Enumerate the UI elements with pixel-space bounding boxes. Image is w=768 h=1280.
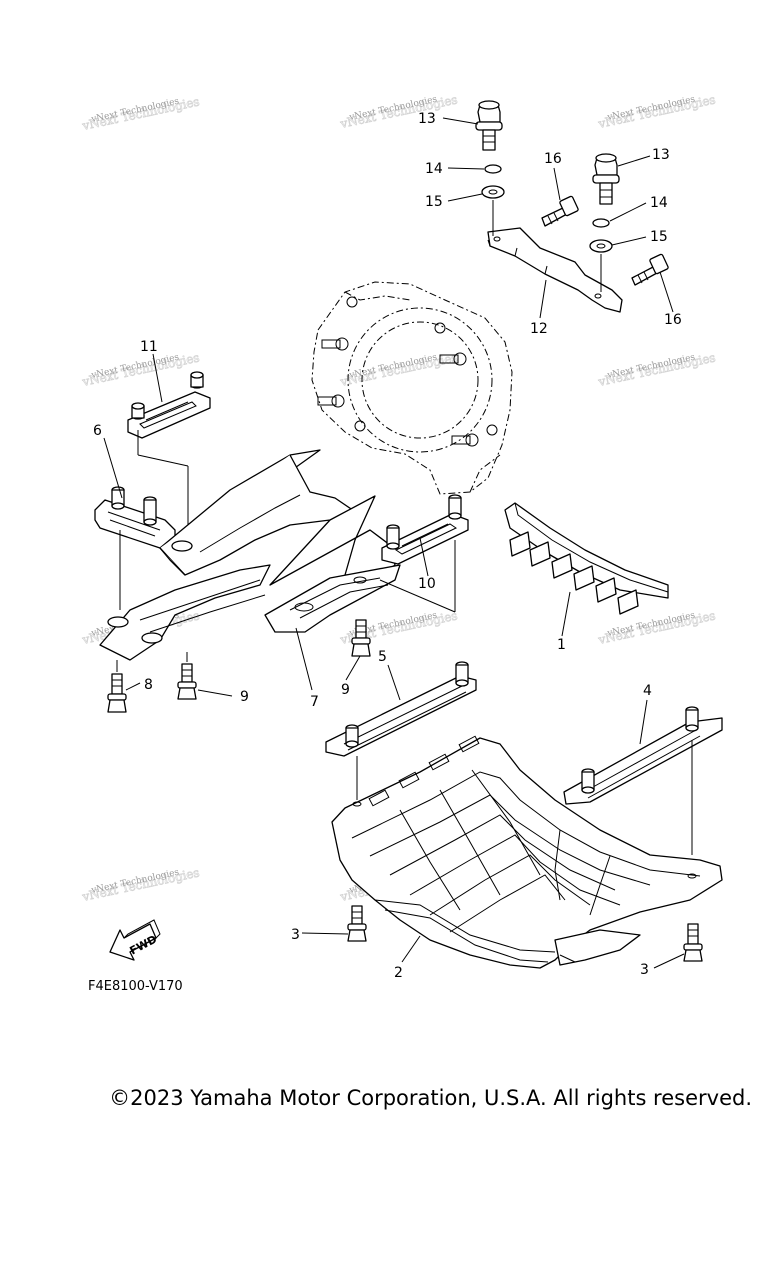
bolt-9-left (177, 652, 197, 700)
mount-bracket-4 (563, 706, 723, 855)
watermark: vNext Technologies vNext Technologies (596, 92, 717, 131)
watermark: vNext Technologies vNext Technologies (596, 608, 717, 647)
bolt-13-left (475, 100, 503, 151)
skid-plate-2 (331, 735, 723, 969)
washer-14-right (592, 218, 610, 228)
bolt-3-right (683, 923, 703, 962)
callout-13: 13 (418, 111, 436, 127)
bolt-13-right (592, 153, 620, 205)
callout-16: 16 (544, 151, 562, 167)
callout-16: 16 (664, 312, 682, 328)
callout-1: 1 (557, 637, 566, 653)
bolt-16-upper (541, 195, 579, 227)
mount-bracket-5 (325, 661, 477, 800)
upper-bracket-assembly (475, 100, 669, 313)
callout-6: 6 (93, 423, 102, 439)
callout-9: 9 (341, 682, 350, 698)
callout-14: 14 (425, 161, 443, 177)
callout-14: 14 (650, 195, 668, 211)
callout-5: 5 (378, 649, 387, 665)
housing-stud (451, 433, 479, 447)
washer-14-left (484, 164, 502, 174)
bolt-3-left (347, 905, 367, 942)
callout-10: 10 (418, 576, 436, 592)
diagram-code: F4E8100-V170 (88, 979, 183, 994)
fwd-arrow-icon: FWD (109, 919, 161, 961)
watermark: vNext Technologies vNext Technologies (338, 92, 459, 131)
callout-4: 4 (643, 683, 652, 699)
watermark: vNext Technologies vNext Technologies (80, 865, 201, 904)
callout-3: 3 (291, 927, 300, 943)
housing-stud (321, 337, 349, 351)
callout-13: 13 (652, 147, 670, 163)
engine-bed-7 (99, 449, 401, 661)
copyright-notice: ©2023 Yamaha Motor Corporation, U.S.A. A… (109, 1086, 752, 1110)
callout-3: 3 (640, 962, 649, 978)
engine-housing-phantom (311, 281, 513, 495)
callout-12: 12 (530, 321, 548, 337)
bolt-8 (107, 660, 127, 713)
washer-15-right (589, 239, 613, 253)
callout-2: 2 (394, 965, 403, 981)
housing-stud (317, 394, 345, 408)
callout-8: 8 (144, 677, 153, 693)
bolt-16-lower (631, 253, 669, 286)
bolt-9-center (351, 619, 371, 657)
callout-labels: 1 2 3 3 4 5 6 7 8 9 9 10 11 12 13 13 14 … (93, 111, 682, 981)
housing-stud (439, 352, 467, 366)
bracket-12 (487, 227, 623, 313)
watermark: vNext Technologies vNext Technologies (596, 350, 717, 389)
rubber-damper-1 (504, 502, 669, 615)
parts-diagram: vNext Technologies vNext Technologies vN… (80, 92, 723, 994)
callout-7: 7 (310, 694, 319, 710)
engine-mount-11 (127, 371, 211, 540)
engine-mount-10 (379, 494, 469, 613)
callout-15: 15 (425, 194, 443, 210)
watermark: vNext Technologies vNext Technologies (80, 94, 201, 133)
leaders (103, 117, 685, 969)
callout-9: 9 (240, 689, 249, 705)
washer-15-left (481, 185, 505, 199)
callout-11: 11 (140, 339, 158, 355)
callout-15: 15 (650, 229, 668, 245)
